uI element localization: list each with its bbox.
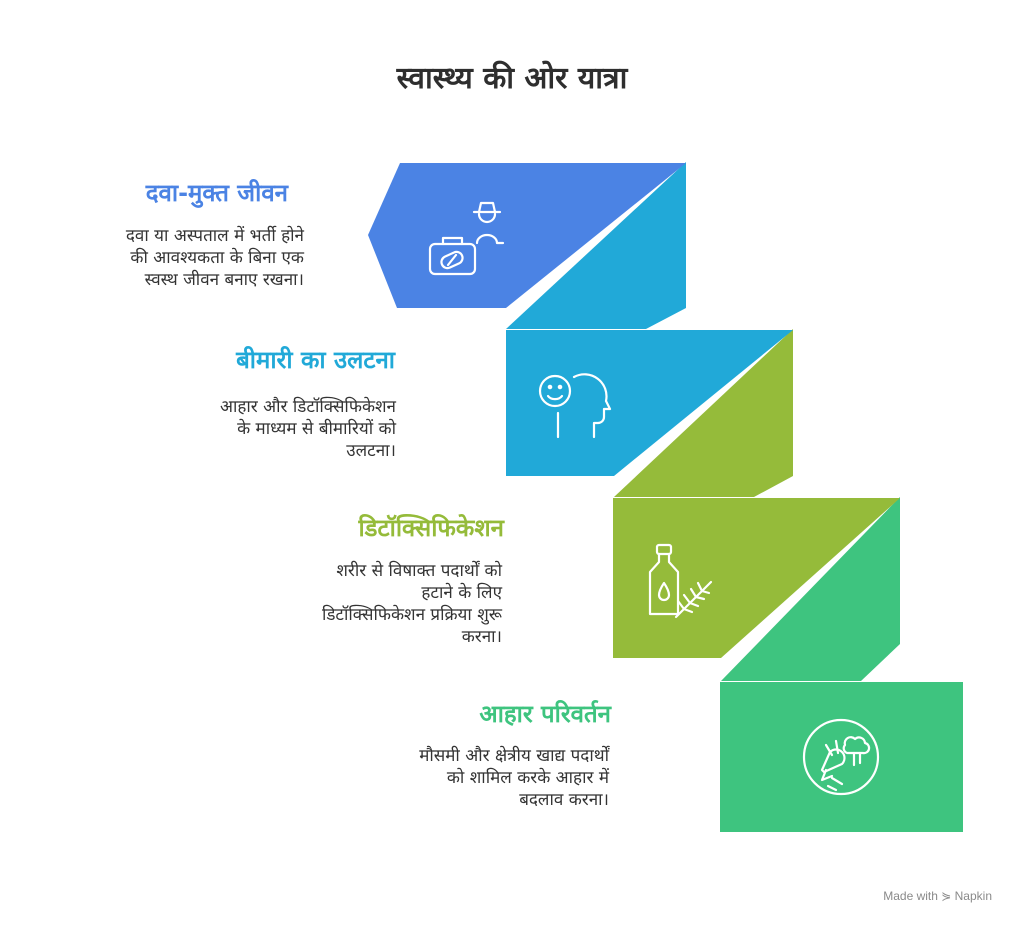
step-4-line: मौसमी और क्षेत्रीय खाद्य पदार्थों xyxy=(419,746,609,766)
step-1-line: की आवश्यकता के बिना एक xyxy=(130,248,304,268)
step-3-line: हटाने के लिए xyxy=(421,583,502,603)
step-3-title: डिटॉक्सिफिकेशन xyxy=(358,514,504,542)
step-2-description: आहार और डिटॉक्सिफिकेशन के माध्यम से बीमा… xyxy=(156,396,396,462)
connector-1 xyxy=(506,162,686,329)
head-smile-icon xyxy=(538,373,612,439)
step-1-title: दवा-मुक्त जीवन xyxy=(145,179,288,207)
step-1-line: दवा या अस्पताल में भर्ती होने xyxy=(125,226,304,246)
step-1-description: दवा या अस्पताल में भर्ती होने की आवश्यकत… xyxy=(44,225,304,291)
connector-3 xyxy=(721,497,900,681)
step-2-line: के माध्यम से बीमारियों को xyxy=(237,419,396,439)
step-4-title: आहार परिवर्तन xyxy=(479,700,611,728)
step-block-1 xyxy=(368,163,686,308)
step-block-4 xyxy=(720,682,963,832)
step-4-line: बदलाव करना। xyxy=(519,790,609,810)
step-4-description: मौसमी और क्षेत्रीय खाद्य पदार्थों को शाम… xyxy=(349,745,609,811)
step-3-line: डिटॉक्सिफिकेशन प्रक्रिया शुरू xyxy=(321,605,502,625)
oil-bottle-herb-icon xyxy=(648,543,713,619)
step-2-line: उलटना। xyxy=(346,441,396,461)
carrot-broccoli-icon xyxy=(802,718,880,796)
step-3-line: शरीर से विषाक्त पदार्थों को xyxy=(336,561,502,581)
page-title: स्वास्थ्य की ओर यात्रा xyxy=(396,61,628,96)
medicine-bag-person-icon xyxy=(428,201,505,276)
made-with-napkin-credit: Made with ⋟ Napkin xyxy=(883,889,992,903)
step-2-line: आहार और डिटॉक्सिफिकेशन xyxy=(220,397,396,417)
step-1-line: स्वस्थ जीवन बनाए रखना। xyxy=(144,270,304,290)
step-4-line: को शामिल करके आहार में xyxy=(446,768,609,788)
step-3-description: शरीर से विषाक्त पदार्थों को हटाने के लिए… xyxy=(242,560,502,648)
step-block-2 xyxy=(506,330,793,476)
step-block-3 xyxy=(613,498,900,658)
step-3-line: करना। xyxy=(461,627,502,647)
connector-2 xyxy=(614,329,793,497)
step-2-title: बीमारी का उलटना xyxy=(236,346,395,374)
